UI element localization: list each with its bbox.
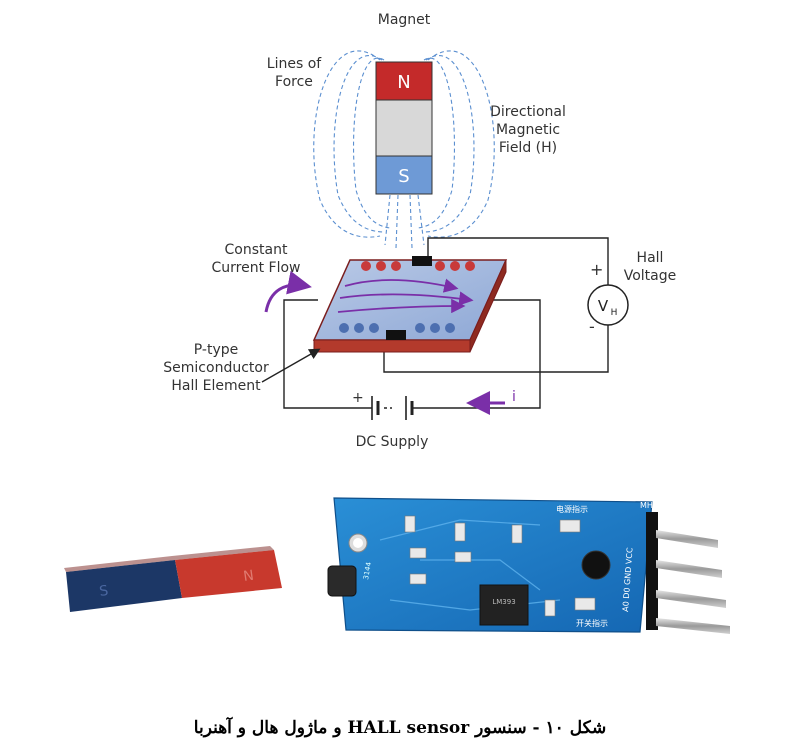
ptype-label-2: Semiconductor bbox=[163, 360, 269, 376]
constant-current-label-2: Current Flow bbox=[212, 260, 301, 276]
magnetic-field-lines bbox=[313, 50, 495, 249]
chip-label: LM393 bbox=[492, 598, 515, 606]
directional-field-label-1: Directional bbox=[490, 104, 566, 120]
hall-voltage-label-2: Voltage bbox=[624, 268, 677, 284]
magnet-n-label: N bbox=[397, 72, 410, 93]
bar-magnet-s: S bbox=[98, 583, 109, 600]
dc-supply-label: DC Supply bbox=[356, 434, 429, 450]
header-label: MH bbox=[640, 501, 653, 510]
magnet-title: Magnet bbox=[378, 12, 431, 28]
lm393-chip bbox=[479, 584, 529, 626]
dc-supply-battery bbox=[371, 396, 414, 420]
voltmeter-h: H bbox=[611, 308, 618, 318]
directional-field-label-2: Magnetic bbox=[496, 122, 560, 138]
negative-charges bbox=[339, 323, 455, 333]
positive-charges bbox=[361, 261, 475, 271]
hall-plus-sign: + bbox=[590, 260, 603, 279]
bar-magnet-n: N bbox=[242, 568, 255, 585]
switch-indicator-label: 开关指示 bbox=[576, 618, 608, 628]
bottom-contact bbox=[386, 330, 406, 340]
lines-of-force-label-2: Force bbox=[275, 74, 313, 90]
ptype-label-3: Hall Element bbox=[171, 378, 261, 394]
ptype-label-1: P-type bbox=[194, 342, 238, 358]
magnet-s-label: S bbox=[398, 166, 409, 187]
ptype-pointer bbox=[261, 348, 321, 383]
hall-element-plate bbox=[312, 259, 508, 353]
hall-sensor-module-photo: LM393 3144 电源指示 开关指示 A0 D0 GND VCC MH bbox=[327, 497, 730, 634]
sensor-number: 3144 bbox=[362, 561, 373, 580]
hall-minus-sign: - bbox=[589, 317, 595, 336]
voltmeter-v: V bbox=[598, 297, 609, 315]
bar-magnet-photo: S N bbox=[64, 546, 282, 612]
current-flow-arrows bbox=[337, 278, 474, 314]
constant-current-label-1: Constant bbox=[225, 242, 288, 258]
top-contact bbox=[412, 256, 432, 266]
constant-current-arrow bbox=[264, 270, 312, 313]
battery-plus-sign: + bbox=[352, 390, 364, 406]
lines-of-force-label-1: Lines of bbox=[267, 56, 322, 72]
hall-sensor-chip bbox=[327, 565, 357, 597]
hall-voltmeter: V H bbox=[587, 284, 629, 326]
magnet: N S bbox=[375, 61, 433, 195]
hall-voltage-label-1: Hall bbox=[637, 250, 664, 266]
figure-caption: شکل ۱۰ - سنسور HALL sensor و ماژول هال و… bbox=[193, 718, 607, 738]
directional-field-label-3: Field (H) bbox=[499, 140, 557, 156]
power-indicator-label: 电源指示 bbox=[556, 504, 588, 514]
current-i-label: i bbox=[512, 389, 516, 405]
